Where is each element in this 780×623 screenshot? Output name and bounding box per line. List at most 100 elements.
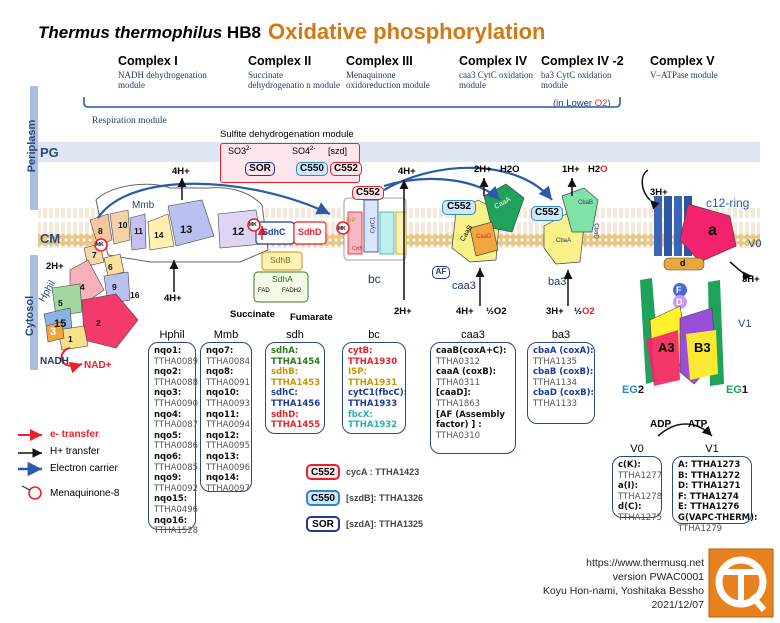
bc-name: bc: [368, 272, 381, 286]
succinate-label: Succinate: [230, 309, 275, 320]
ciii-mk: MK: [338, 226, 346, 232]
complex-i-subunit-5: 5: [58, 298, 63, 308]
proton-arrow-cv: [641, 169, 660, 210]
gene-line: nqo10:: [206, 388, 240, 399]
legend-carrier: Electron carrier: [50, 463, 118, 474]
eg1-label: EG1: [726, 384, 749, 396]
af-chip: AF: [432, 266, 450, 279]
gene-box-title-hphil: Hphil: [159, 329, 185, 341]
gene-line: TTHA0091: [206, 377, 251, 388]
gene-line: TTHA0084: [206, 356, 251, 367]
complex-module-1: NADH dehydrogenation module: [118, 70, 207, 90]
gene-line: TTHA0088: [154, 377, 199, 388]
credit-date: 2021/12/07: [651, 599, 704, 611]
periplasm-label: Periplasm: [26, 119, 38, 173]
complex-heading-6: Complex V: [650, 54, 715, 68]
cbad-label: CbaD: [592, 223, 599, 239]
gene-line: TTHA0087: [154, 420, 199, 431]
civ-o2: ½O2: [486, 306, 507, 317]
gene-line: TTHA0311: [436, 377, 481, 388]
gene-line: sdhA:: [271, 346, 299, 356]
gene-box-title-v1: V1: [705, 443, 719, 455]
credits: https://www.thermusq.net version PWAC000…: [543, 556, 704, 612]
gene-line: nqo12:: [206, 430, 240, 441]
gene-line: TTHA1930: [348, 356, 398, 367]
gene-line: TTHA1278: [618, 491, 663, 502]
complex-i-subunit-12: 12: [232, 226, 245, 238]
nad-label: NAD+: [84, 360, 112, 371]
pathway-title: Oxidative phosphorylation: [268, 19, 546, 44]
gene-line: nqo5:: [154, 430, 182, 441]
gene-box-title-caa3: caa3: [461, 329, 485, 341]
civ-h-out: 2H+: [474, 164, 492, 175]
caa3-name: caa3: [452, 280, 476, 292]
carrier-chip-c550: C550: [306, 490, 340, 506]
respiration-bracket: [83, 97, 621, 108]
gene-line: nqo11:: [206, 409, 240, 420]
gene-line: TTHA1277: [618, 470, 663, 481]
civ2-h-in: 3H+: [546, 306, 564, 317]
complex-iv-shape: [451, 183, 525, 263]
gene-line: D: TTHA1271: [678, 481, 741, 492]
gene-box-title-mmb: Mmb: [213, 329, 239, 341]
complex-i-subunit-4: 4: [80, 282, 85, 292]
civ-h-in: 4H+: [456, 306, 474, 317]
sulfite-title: Sulfite dehydrogenation module: [220, 129, 354, 140]
complex-ii-shape: [247, 218, 327, 303]
carrier-chip-c552: C552: [306, 464, 340, 480]
gene-line: a(I):: [618, 481, 639, 492]
complex-module-2: Succinate dehydrogenatio n module: [248, 70, 340, 90]
cbaa-label: CbaA: [556, 238, 572, 244]
periplasm-bar: [30, 86, 38, 210]
sdhc-label: SdhC: [262, 227, 286, 237]
v0-label: V0: [748, 238, 762, 250]
gene-line: nqo2:: [154, 367, 182, 378]
gene-line: nqo15:: [154, 494, 188, 505]
gene-line: G(VAPC-THERM):: [678, 512, 758, 523]
gene-line: ISP:: [348, 367, 367, 378]
sdhb-label: SdhB: [270, 255, 291, 265]
complex-i-subunit-14: 14: [154, 230, 164, 240]
carrier-chip-sor: SOR: [306, 516, 340, 532]
complex-i-shape: [43, 183, 269, 351]
complex-i-subunit-2: 2: [96, 318, 101, 328]
gene-line: E: TTHA1276: [678, 502, 740, 513]
carrier-desc-c552: cycA : TTHA1423: [346, 467, 420, 477]
gene-line: TTHA1133: [533, 398, 578, 409]
gene-line: TTHA1279: [678, 523, 723, 534]
b3-label: B3: [694, 340, 711, 355]
sdhd-label: SdhD: [298, 227, 322, 237]
c12-ring-label: c12-ring: [706, 196, 750, 210]
cm-label: CM: [40, 231, 61, 246]
carrier-desc-sor: [szdA]: TTHA1325: [346, 519, 424, 529]
gene-line: TTHA1456: [271, 398, 321, 409]
credit-authors: Koyu Hon-nami, Yoshitaka Bessho: [542, 585, 704, 597]
gene-line: TTHA0092: [154, 483, 199, 494]
sulfite-so4: SO42-: [292, 146, 316, 156]
gene-line: caaB(coxA+C):: [436, 346, 507, 356]
complex-module-3: Menaquinone oxidoreduction module: [346, 70, 430, 90]
gene-line: nqo7:: [206, 346, 234, 356]
credit-url[interactable]: https://www.thermusq.net: [586, 557, 704, 569]
gene-line: cytB:: [348, 346, 373, 356]
complex-i-subunit-15: 15: [54, 318, 67, 330]
eg2-label: EG2: [622, 384, 645, 396]
fumarate-label: Fumarate: [290, 312, 333, 323]
cytb-label: CytB: [352, 246, 363, 252]
legend-h: H+ transfer: [50, 446, 100, 457]
gene-line: TTHA0096: [206, 462, 251, 473]
complex-i-subunit-11: 11: [134, 226, 143, 236]
gene-line: TTHA0086: [154, 441, 199, 452]
gene-line: [caaD]:: [436, 388, 471, 399]
c552-chip-ciii: C552: [352, 186, 384, 200]
complex-iv2-shape: [543, 187, 599, 265]
cv-h-out: 3H+: [650, 187, 668, 198]
gene-line: sdhC:: [271, 388, 298, 399]
sulfite-szd: [szd]: [328, 146, 348, 156]
complex-module-4: caa3 CytC oxidation module: [459, 70, 533, 90]
isp-label: ISP: [346, 218, 356, 224]
complex-i-subunit-3: 3: [50, 326, 57, 338]
